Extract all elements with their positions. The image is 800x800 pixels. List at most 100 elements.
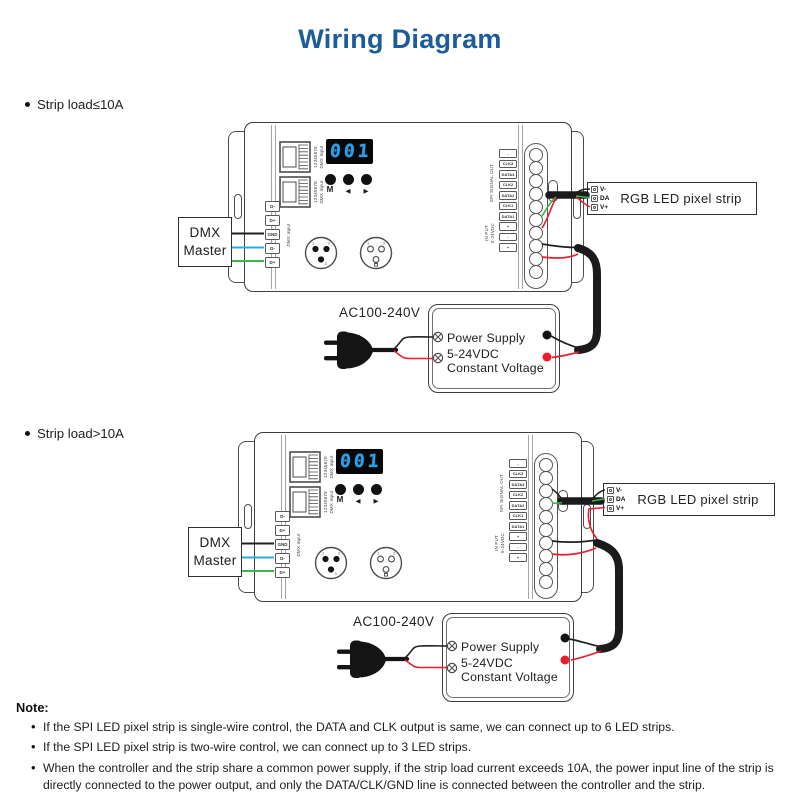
section-label-2: Strip load>10A bbox=[25, 426, 124, 441]
spi-terminal: DATA2 bbox=[499, 191, 517, 200]
dmx-terminal: D+ bbox=[265, 257, 280, 268]
psu-label-line1: Power Supply bbox=[447, 331, 526, 345]
strip-label: RGB LED pixel strip bbox=[620, 191, 742, 206]
dmx-terminal: GND bbox=[275, 539, 290, 550]
dmx-terminal: D- bbox=[275, 511, 290, 522]
screw-dot bbox=[609, 506, 613, 510]
psu-label-line3: Constant Voltage bbox=[447, 361, 544, 375]
screw-dot bbox=[593, 205, 597, 209]
screw-hole-right bbox=[583, 504, 591, 529]
panel-divider bbox=[532, 435, 533, 599]
power-input-terminal: + bbox=[509, 532, 527, 541]
psu-box: Power Supply 5-24VDC Constant Voltage bbox=[428, 304, 560, 393]
psu-label-line2: 5-24VDC bbox=[447, 347, 499, 361]
left-button bbox=[352, 483, 364, 495]
spi-terminal: CLK1 bbox=[509, 511, 527, 520]
panel-divider bbox=[528, 435, 529, 599]
screw-terminal bbox=[529, 226, 543, 240]
screw-terminal bbox=[539, 523, 553, 537]
strip-terminal-label: V- bbox=[600, 185, 607, 193]
dmx-input-label: DMX Input bbox=[296, 533, 302, 557]
rgb-led-pixel-strip: V- DA V+ RGB LED pixel strip bbox=[604, 484, 774, 515]
right-arrow-icon: ▶ bbox=[363, 187, 369, 195]
menu-button bbox=[324, 173, 336, 185]
right-button bbox=[360, 173, 372, 185]
terminal-pad bbox=[607, 486, 614, 494]
dmx-input-label: DMX Input bbox=[286, 223, 292, 247]
rj45-port-icon bbox=[279, 176, 311, 208]
power-input-terminal: - bbox=[499, 232, 517, 241]
svg-text:1: 1 bbox=[367, 241, 370, 246]
power-input-terminal-block: +-+ bbox=[499, 222, 517, 252]
dmx-master-label-line2: Master bbox=[193, 553, 237, 568]
power-input-terminal: + bbox=[499, 243, 517, 252]
dmx-terminal: D+ bbox=[275, 525, 290, 536]
led-strip-diagram-2: V- DA V+ RGB LED pixel strip bbox=[603, 483, 775, 516]
ac-plug-icon bbox=[337, 640, 387, 678]
rgb-led-pixel-strip: V- DA V+ RGB LED pixel strip bbox=[588, 183, 756, 214]
power-supply-diagram-2: AC100-240V Power Supply 5-24VDC Constant… bbox=[353, 613, 574, 702]
spi-terminal: DATA2 bbox=[509, 501, 527, 510]
svg-text:3: 3 bbox=[335, 571, 338, 576]
screw-terminal bbox=[539, 549, 553, 563]
psu-box: Power Supply 5-24VDC Constant Voltage bbox=[442, 613, 574, 702]
dmx-master-label-line2: Master bbox=[183, 243, 227, 258]
led-strip-diagram-1: V- DA V+ RGB LED pixel strip bbox=[587, 182, 757, 215]
ac-plug-icon bbox=[324, 331, 374, 369]
strip-terminal-label: V- bbox=[616, 486, 623, 494]
spi-terminal: DATA1 bbox=[509, 522, 527, 531]
dmx-master-box: DMX Master bbox=[178, 217, 232, 267]
strip-terminal: DA bbox=[591, 194, 609, 202]
left-arrow-icon: ◀ bbox=[355, 497, 361, 505]
strip-terminal-block: V- DA V+ bbox=[607, 486, 626, 512]
screw-terminal bbox=[529, 239, 543, 253]
strip-terminal-label: DA bbox=[616, 495, 626, 503]
rj45-port-icon bbox=[289, 451, 321, 483]
dmx-terminal: GND bbox=[265, 229, 280, 240]
screw-terminal bbox=[529, 200, 543, 214]
strip-terminal: DA bbox=[607, 495, 626, 503]
dmx-master-label-line1: DMX bbox=[199, 535, 231, 551]
dmx-master-box: DMX Master bbox=[188, 527, 242, 577]
strip-label: RGB LED pixel strip bbox=[637, 492, 759, 507]
power-input-terminal: - bbox=[509, 542, 527, 551]
screw-terminal bbox=[539, 497, 553, 511]
svg-text:2: 2 bbox=[328, 241, 331, 246]
power-supply-unit: AC100-240V Power Supply 5-24VDC Constant… bbox=[353, 613, 574, 702]
psu-label-line1: Power Supply bbox=[461, 640, 540, 654]
strip-terminal: V- bbox=[591, 185, 609, 193]
left-button bbox=[342, 173, 354, 185]
screw-terminal bbox=[529, 252, 543, 266]
dmx-master-diagram-2: DMX Master bbox=[188, 527, 242, 577]
spi-terminal: DATA3 bbox=[509, 480, 527, 489]
strip-terminal: V+ bbox=[591, 203, 609, 211]
dmx-terminal: D- bbox=[265, 201, 280, 212]
panel-divider bbox=[518, 125, 519, 289]
bullet-icon bbox=[25, 102, 30, 107]
screw-hole-left bbox=[234, 194, 242, 219]
spi-terminal: DATA3 bbox=[499, 170, 517, 179]
address-display: 001 bbox=[326, 139, 373, 164]
cable-slot bbox=[548, 180, 558, 202]
left-arrow-icon: ◀ bbox=[345, 187, 351, 195]
screw-dot bbox=[609, 488, 613, 492]
cable-slot bbox=[558, 490, 568, 512]
screw-terminal bbox=[539, 575, 553, 589]
note-heading: Note: bbox=[16, 700, 49, 715]
terminal-pad bbox=[607, 504, 614, 512]
terminal-pad bbox=[607, 495, 614, 503]
screw-terminal bbox=[529, 161, 543, 175]
output-terminal-strip bbox=[524, 143, 548, 289]
spi-terminal: - bbox=[509, 459, 527, 468]
dmx-terminal: D+ bbox=[265, 215, 280, 226]
